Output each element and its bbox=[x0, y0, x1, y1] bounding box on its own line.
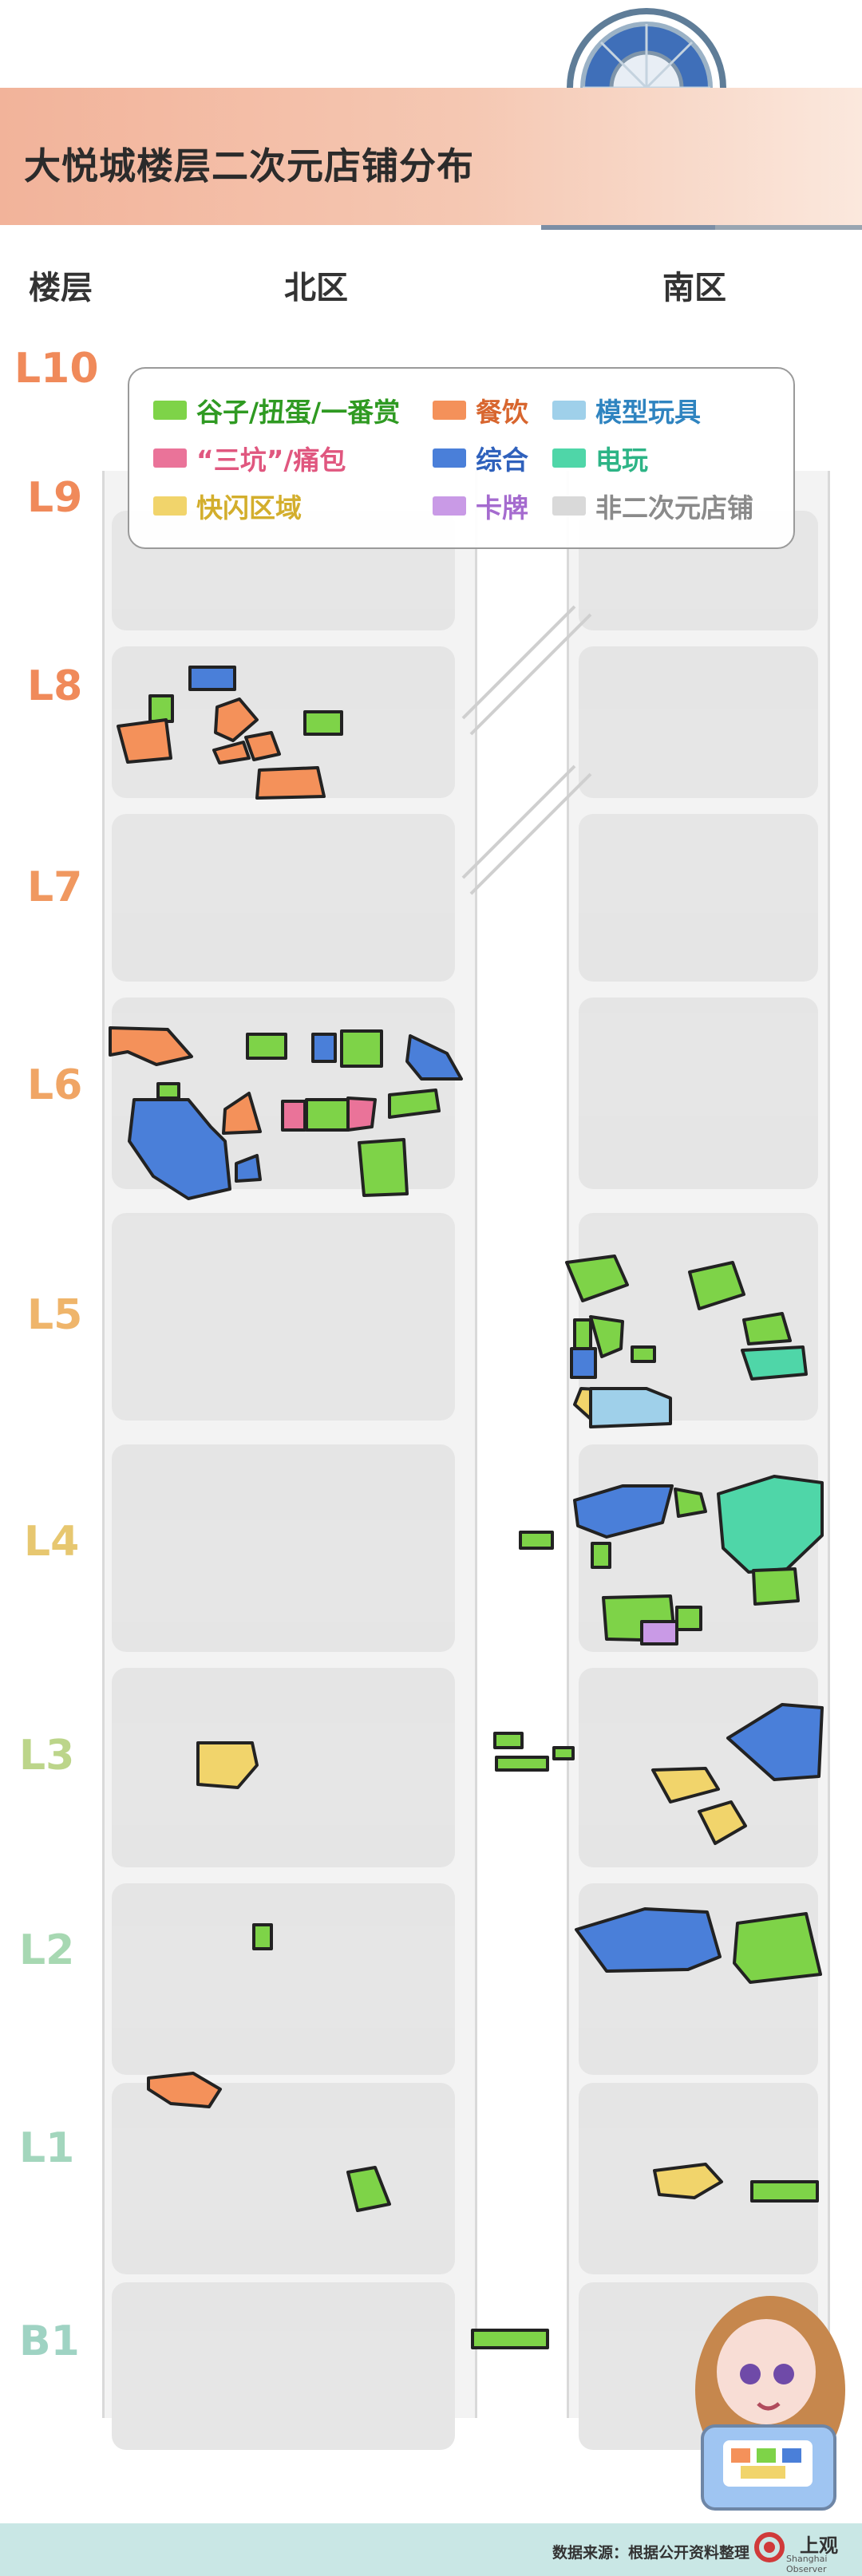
legend-label-arcade: 电玩 bbox=[595, 444, 648, 476]
legend-swatch-sankeng bbox=[153, 448, 187, 468]
floor-label-l1: L1 bbox=[19, 2124, 75, 2172]
legend-label-sankeng: “三坑”/痛包 bbox=[196, 444, 346, 476]
legend-label-model: 模型玩具 bbox=[595, 397, 701, 428]
legend-swatch-model bbox=[552, 401, 586, 420]
legend-label-food: 餐饮 bbox=[476, 397, 528, 428]
legend-swatch-food bbox=[433, 401, 466, 420]
legend-item-goods: 谷子/扭蛋/一番赏 bbox=[153, 391, 400, 429]
floor-label-l8: L8 bbox=[27, 662, 83, 710]
legend-item-comprehensive: 综合 bbox=[433, 439, 528, 477]
legend-swatch-non-acg bbox=[552, 496, 586, 516]
legend-label-comprehensive: 综合 bbox=[476, 444, 528, 476]
legend-item-card: 卡牌 bbox=[433, 487, 528, 525]
legend-label-goods: 谷子/扭蛋/一番赏 bbox=[196, 397, 401, 428]
brand-name-en: Shanghai Observer bbox=[786, 2554, 828, 2574]
legend-item-sankeng: “三坑”/痛包 bbox=[153, 439, 346, 477]
title-banner: 大悦城楼层二次元店铺分布 bbox=[0, 88, 862, 225]
floor-label-l10: L10 bbox=[14, 345, 99, 393]
legend-label-card: 卡牌 bbox=[476, 492, 528, 523]
legend-item-model: 模型玩具 bbox=[552, 391, 701, 429]
page-title: 大悦城楼层二次元店铺分布 bbox=[24, 144, 474, 188]
legend-item-popup: 快闪区域 bbox=[153, 487, 302, 525]
legend-item-arcade: 电玩 bbox=[552, 439, 648, 477]
legend-swatch-popup bbox=[153, 496, 187, 516]
mascot-illustration bbox=[695, 2296, 845, 2511]
legend-swatch-card bbox=[433, 496, 466, 516]
floor-label-l2: L2 bbox=[19, 1926, 75, 1974]
legend-item-non-acg: 非二次元店铺 bbox=[552, 487, 753, 525]
floor-label-l6: L6 bbox=[27, 1061, 83, 1109]
brand-logo-icon bbox=[754, 2532, 785, 2562]
legend-label-non-acg: 非二次元店铺 bbox=[595, 492, 753, 523]
floor-label-l4: L4 bbox=[24, 1518, 80, 1566]
floor-label-l9: L9 bbox=[27, 474, 83, 522]
footer-bar: 数据来源：根据公开资料整理 上观 Shanghai Observer bbox=[0, 2523, 862, 2576]
legend-swatch-arcade bbox=[552, 448, 586, 468]
floor-label-l5: L5 bbox=[27, 1291, 83, 1339]
legend-panel: 谷子/扭蛋/一番赏 餐饮 模型玩具 “三坑”/痛包 综合 电玩 快闪区域 卡牌 … bbox=[128, 367, 795, 549]
floor-label-l7: L7 bbox=[27, 863, 83, 911]
floor-label-l3: L3 bbox=[19, 1732, 75, 1780]
north-header: 北区 bbox=[279, 262, 353, 308]
footer-source: 数据来源：根据公开资料整理 bbox=[552, 2544, 750, 2562]
legend-swatch-comprehensive bbox=[433, 448, 466, 468]
brand-name: 上观 bbox=[800, 2535, 838, 2557]
floor-label-b1: B1 bbox=[19, 2317, 80, 2365]
legend-swatch-goods bbox=[153, 401, 187, 420]
legend-label-popup: 快闪区域 bbox=[196, 492, 302, 523]
south-header: 南区 bbox=[658, 262, 731, 308]
floor-header: 楼层 bbox=[24, 262, 97, 308]
legend-item-food: 餐饮 bbox=[433, 391, 528, 429]
